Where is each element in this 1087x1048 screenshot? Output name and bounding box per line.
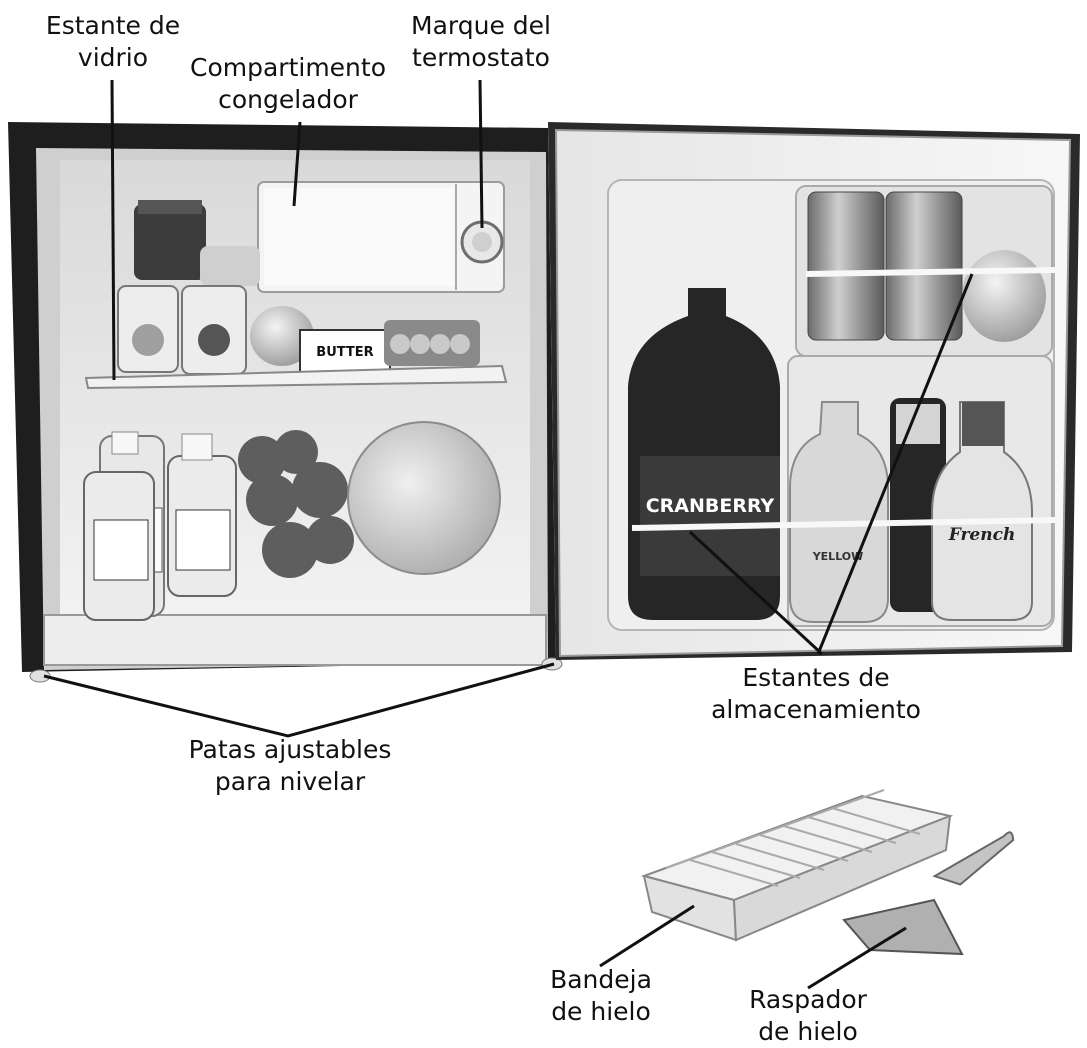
- label-freezer-line2: congelador: [218, 85, 358, 114]
- label-thermostat-line1: Marque del: [411, 11, 551, 40]
- label-glass-shelf-line2: vidrio: [77, 43, 149, 72]
- broccoli: [238, 430, 354, 578]
- leader-thermostat: [478, 79, 484, 229]
- label-legs: Patas ajustables para nivelar: [170, 734, 410, 798]
- label-freezer: Compartimento congelador: [178, 52, 398, 116]
- label-legs-line1: Patas ajustables: [188, 735, 392, 764]
- leader-freezer: [292, 121, 302, 207]
- leader-ice-tray: [599, 904, 695, 968]
- dressing-bottle: [931, 401, 1033, 621]
- freezer-compartment: [257, 181, 505, 293]
- juice-label: CRANBERRY: [646, 495, 775, 517]
- mustard-label: YELLOW: [812, 550, 864, 563]
- lower-shelf-items: [83, 421, 501, 621]
- label-glass-shelf: Estante de vidrio: [38, 10, 188, 74]
- butter-label: BUTTER: [316, 345, 373, 360]
- label-thermostat-line2: termostato: [412, 43, 550, 72]
- label-ice-tray-line1: Bandeja: [550, 965, 652, 994]
- label-ice-scraper-line2: de hielo: [758, 1017, 858, 1046]
- label-glass-shelf-line1: Estante de: [45, 11, 181, 40]
- leader-storage-shelf-lower: [688, 530, 824, 656]
- butter-box: [299, 329, 391, 373]
- leader-legs: [43, 662, 555, 738]
- leader-storage-shelf-upper: [816, 273, 974, 655]
- label-ice-scraper: Raspador de hielo: [738, 984, 878, 1048]
- mustard-bottle: [789, 401, 889, 623]
- dressing-label: French: [948, 525, 1016, 545]
- cabbage: [347, 421, 501, 575]
- ice-scraper: [842, 831, 1015, 956]
- label-storage-shelves-line2: almacenamiento: [711, 695, 921, 724]
- leader-glass-shelf: [110, 79, 116, 381]
- label-storage-shelves-line1: Estantes de: [742, 663, 890, 692]
- label-ice-scraper-line1: Raspador: [749, 985, 867, 1014]
- label-legs-line2: para nivelar: [214, 767, 366, 796]
- door-bottom-items: CRANBERRY YELLOW French: [628, 288, 1057, 623]
- glass-shelf: [84, 364, 508, 390]
- label-thermostat: Marque del termostato: [398, 10, 564, 74]
- upper-shelf-items: BUTTER: [117, 200, 480, 375]
- label-ice-tray: Bandeja de hielo: [536, 964, 666, 1028]
- leader-lines: [43, 79, 974, 990]
- label-storage-shelves: Estantes de almacenamiento: [700, 662, 932, 726]
- door-top-items: [805, 191, 1057, 342]
- label-freezer-line1: Compartimento: [190, 53, 386, 82]
- leader-ice-scraper: [807, 926, 907, 990]
- label-ice-tray-line2: de hielo: [551, 997, 651, 1026]
